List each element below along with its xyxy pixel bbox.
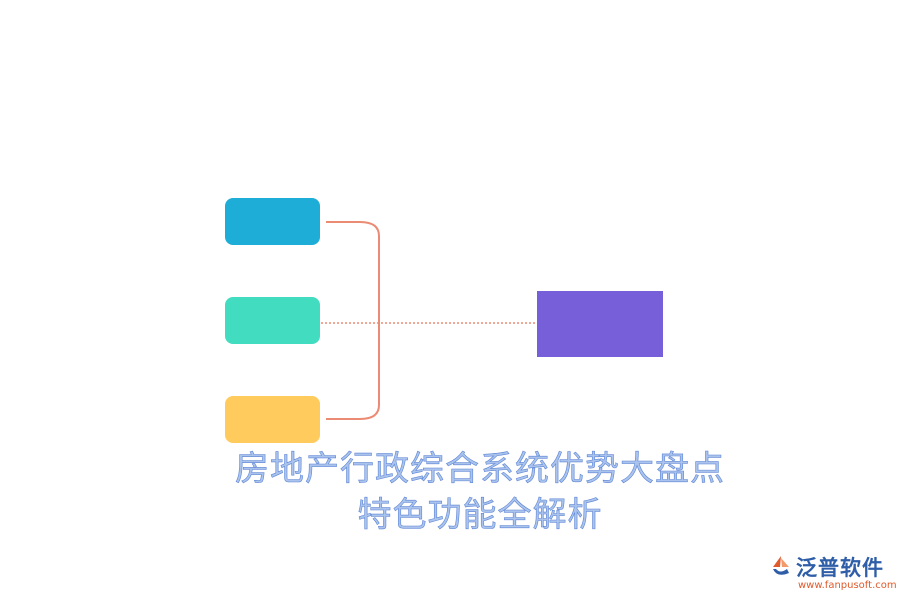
node-box-1 [225,198,320,245]
fanpu-logo-icon [773,556,789,575]
title-line-2: 特色功能全解析 [357,495,603,536]
logo-brand-name: 泛普软件 [796,556,884,580]
logo-url-text: www.fanpusoft.com [798,580,897,591]
brand-logo: 泛普软件 www.fanpusoft.com [768,552,897,596]
diagram-title: 房地产行政综合系统优势大盘点 特色功能全解析 [180,446,780,538]
node-box-2 [225,297,320,344]
bracket-connector [326,221,380,420]
node-box-3 [225,396,320,443]
title-line-1: 房地产行政综合系统优势大盘点 [235,449,725,490]
node-box-center [537,291,663,357]
